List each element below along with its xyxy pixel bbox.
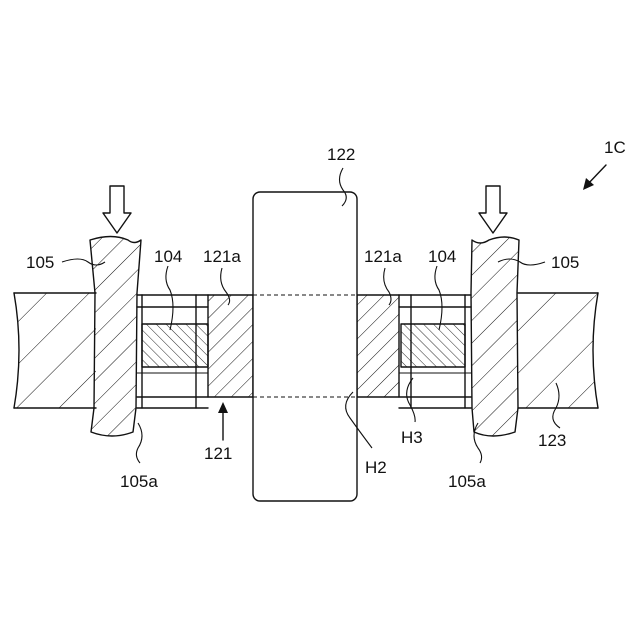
element-104-right <box>401 324 465 367</box>
label-105a-right: 105a <box>448 472 486 491</box>
label-121: 121 <box>204 444 232 463</box>
label-121a-right: 121a <box>364 247 402 266</box>
press-arrow-right-icon <box>479 186 507 233</box>
label-H2: H2 <box>365 458 387 477</box>
label-104-left: 104 <box>154 247 182 266</box>
collar-121a-right <box>357 295 399 397</box>
label-105-left: 105 <box>26 253 54 272</box>
central-pin <box>253 192 357 501</box>
label-105a-left: 105a <box>120 472 158 491</box>
label-104-right: 104 <box>428 247 456 266</box>
base-plate-left <box>14 293 96 408</box>
figure-ref-arrow-icon <box>583 165 606 190</box>
label-123: 123 <box>538 431 566 450</box>
press-member-right <box>471 237 519 436</box>
label-105-right: 105 <box>551 253 579 272</box>
collar-121a-left <box>208 295 253 397</box>
press-member-left <box>90 237 141 437</box>
press-arrow-left-icon <box>103 186 131 233</box>
element-104-left <box>142 324 208 367</box>
label-122: 122 <box>327 145 355 164</box>
label-H3: H3 <box>401 428 423 447</box>
figure-id-label: 1C <box>604 138 626 157</box>
label-121a-left: 121a <box>203 247 241 266</box>
